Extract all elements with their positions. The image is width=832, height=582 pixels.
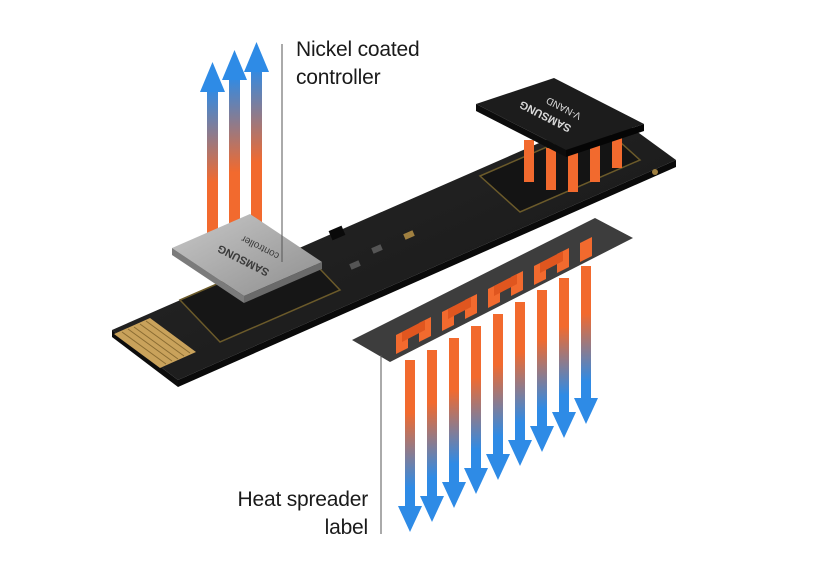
down-arrow-9 (574, 266, 598, 424)
controller-callout: Nickel coated controller (296, 36, 420, 92)
nand-heat-pillars (524, 138, 622, 192)
up-arrow-1 (200, 62, 225, 260)
heat-fins (396, 237, 592, 354)
heat-spreader-callout: Heat spreader label (200, 486, 369, 542)
gold-connector (114, 318, 196, 368)
down-arrow-6 (508, 302, 532, 466)
controller-chip: SAMSUNG controller (172, 214, 322, 303)
down-arrow-3 (442, 338, 466, 508)
up-arrow-2 (222, 50, 247, 251)
downward-heat-arrows (398, 266, 598, 532)
heat-spreader-callout-line2: label (324, 516, 369, 539)
upward-heat-arrows (200, 42, 269, 260)
heat-spreader-callout-line1: Heat spreader (237, 488, 369, 511)
up-arrow-3 (244, 42, 269, 240)
down-arrow-5 (486, 314, 510, 480)
nand-chip: SAMSUNG V-NAND (476, 78, 644, 157)
down-arrow-2 (420, 350, 444, 522)
controller-callout-line1: Nickel coated (296, 38, 420, 61)
down-arrow-4 (464, 326, 488, 494)
down-arrow-1 (398, 360, 422, 532)
down-arrow-8 (552, 278, 576, 438)
controller-callout-line2: controller (296, 66, 381, 89)
down-arrow-7 (530, 290, 554, 452)
